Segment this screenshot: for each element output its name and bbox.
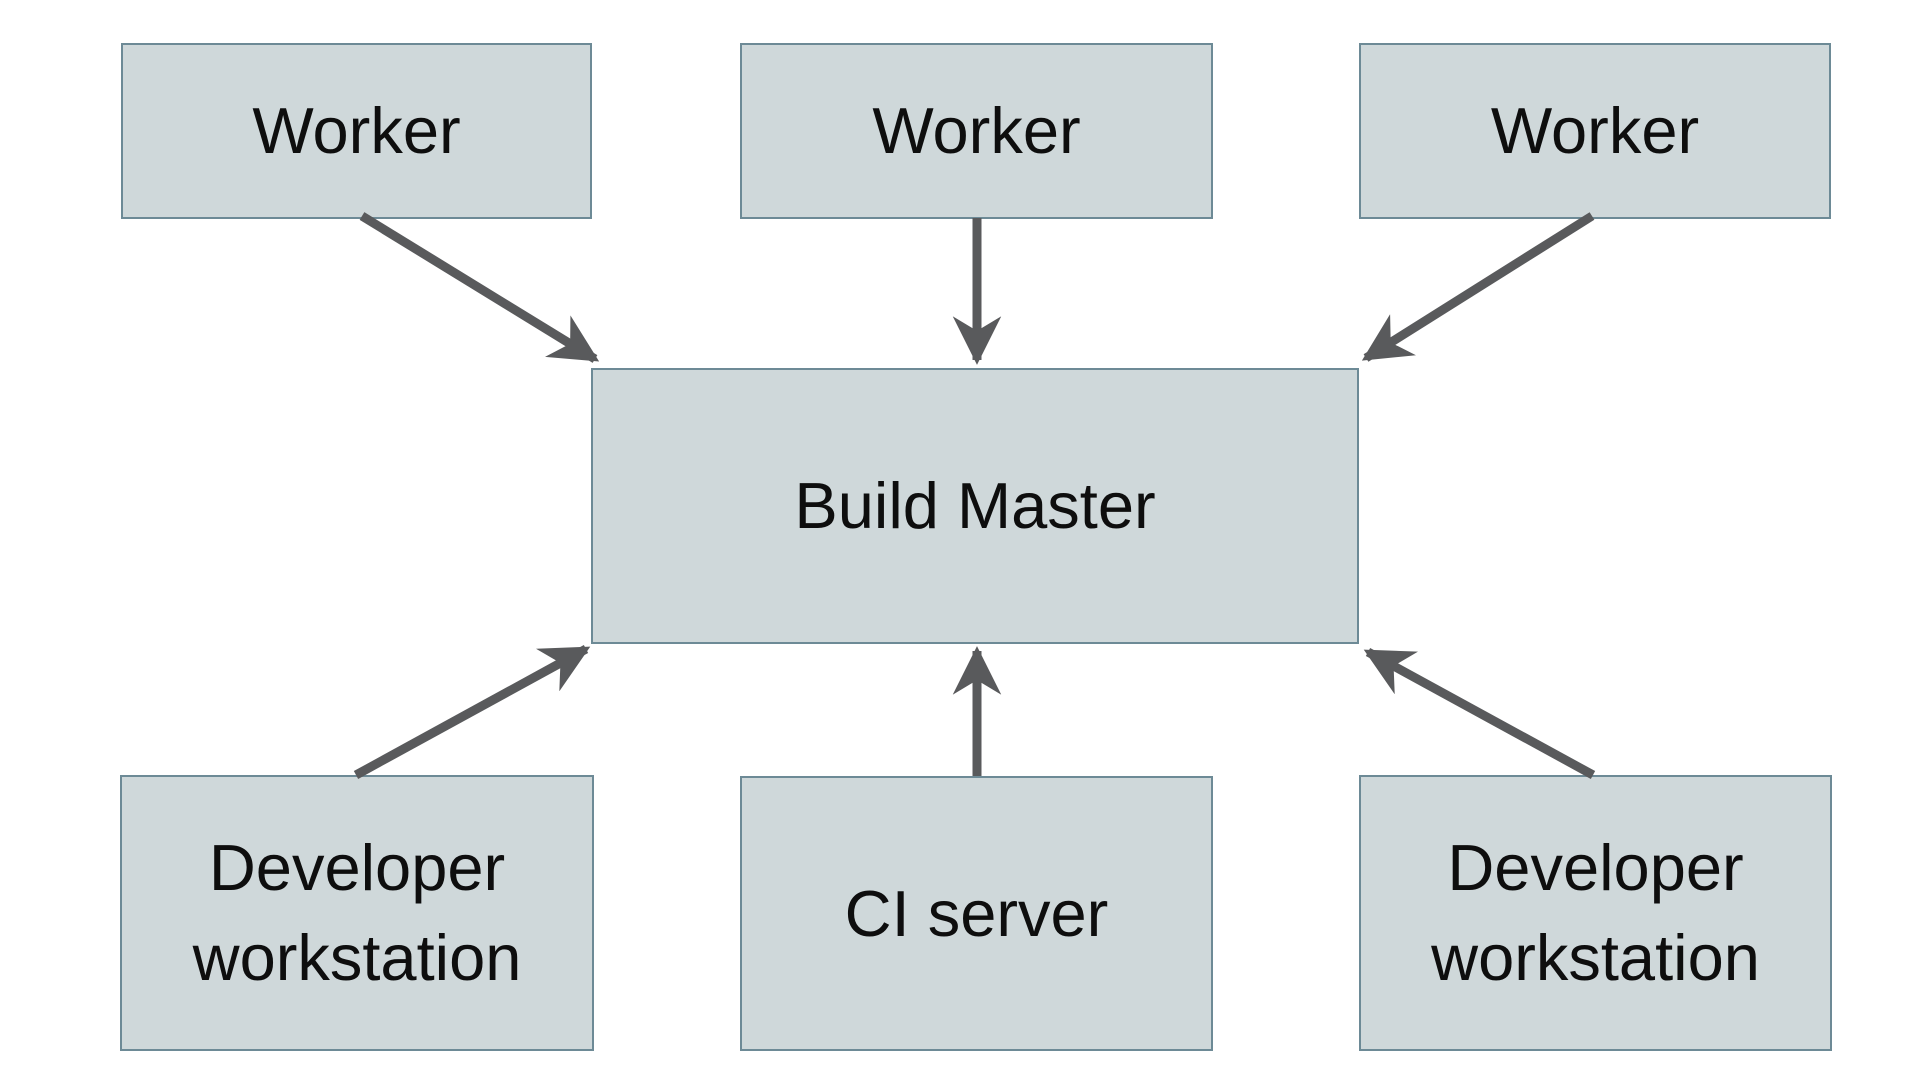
node-developer-workstation-right-label: Developer workstation bbox=[1431, 831, 1760, 994]
node-worker-2-label: Worker bbox=[872, 94, 1081, 168]
node-developer-workstation-left: Developer workstation bbox=[120, 775, 594, 1051]
node-ci-server: CI server bbox=[740, 776, 1213, 1051]
node-developer-workstation-left-label: Developer workstation bbox=[192, 831, 522, 994]
node-worker-3: Worker bbox=[1359, 43, 1831, 219]
node-ci-server-label: CI server bbox=[844, 876, 1109, 950]
arrow-developer-workstation-left-to-build-master bbox=[353, 645, 591, 779]
node-worker-3-label: Worker bbox=[1490, 94, 1700, 168]
node-build-master: Build Master bbox=[591, 368, 1359, 644]
node-worker-1: Worker bbox=[121, 43, 592, 219]
node-worker-1-label: Worker bbox=[252, 94, 461, 168]
node-build-master-label: Build Master bbox=[794, 469, 1156, 543]
node-worker-2: Worker bbox=[740, 43, 1213, 219]
node-developer-workstation-right: Developer workstation bbox=[1359, 775, 1832, 1051]
arrow-worker-1-to-build-master bbox=[359, 212, 600, 363]
arrow-worker-3-to-build-master bbox=[1361, 212, 1595, 362]
arrow-developer-workstation-right-to-build-master bbox=[1363, 648, 1596, 779]
